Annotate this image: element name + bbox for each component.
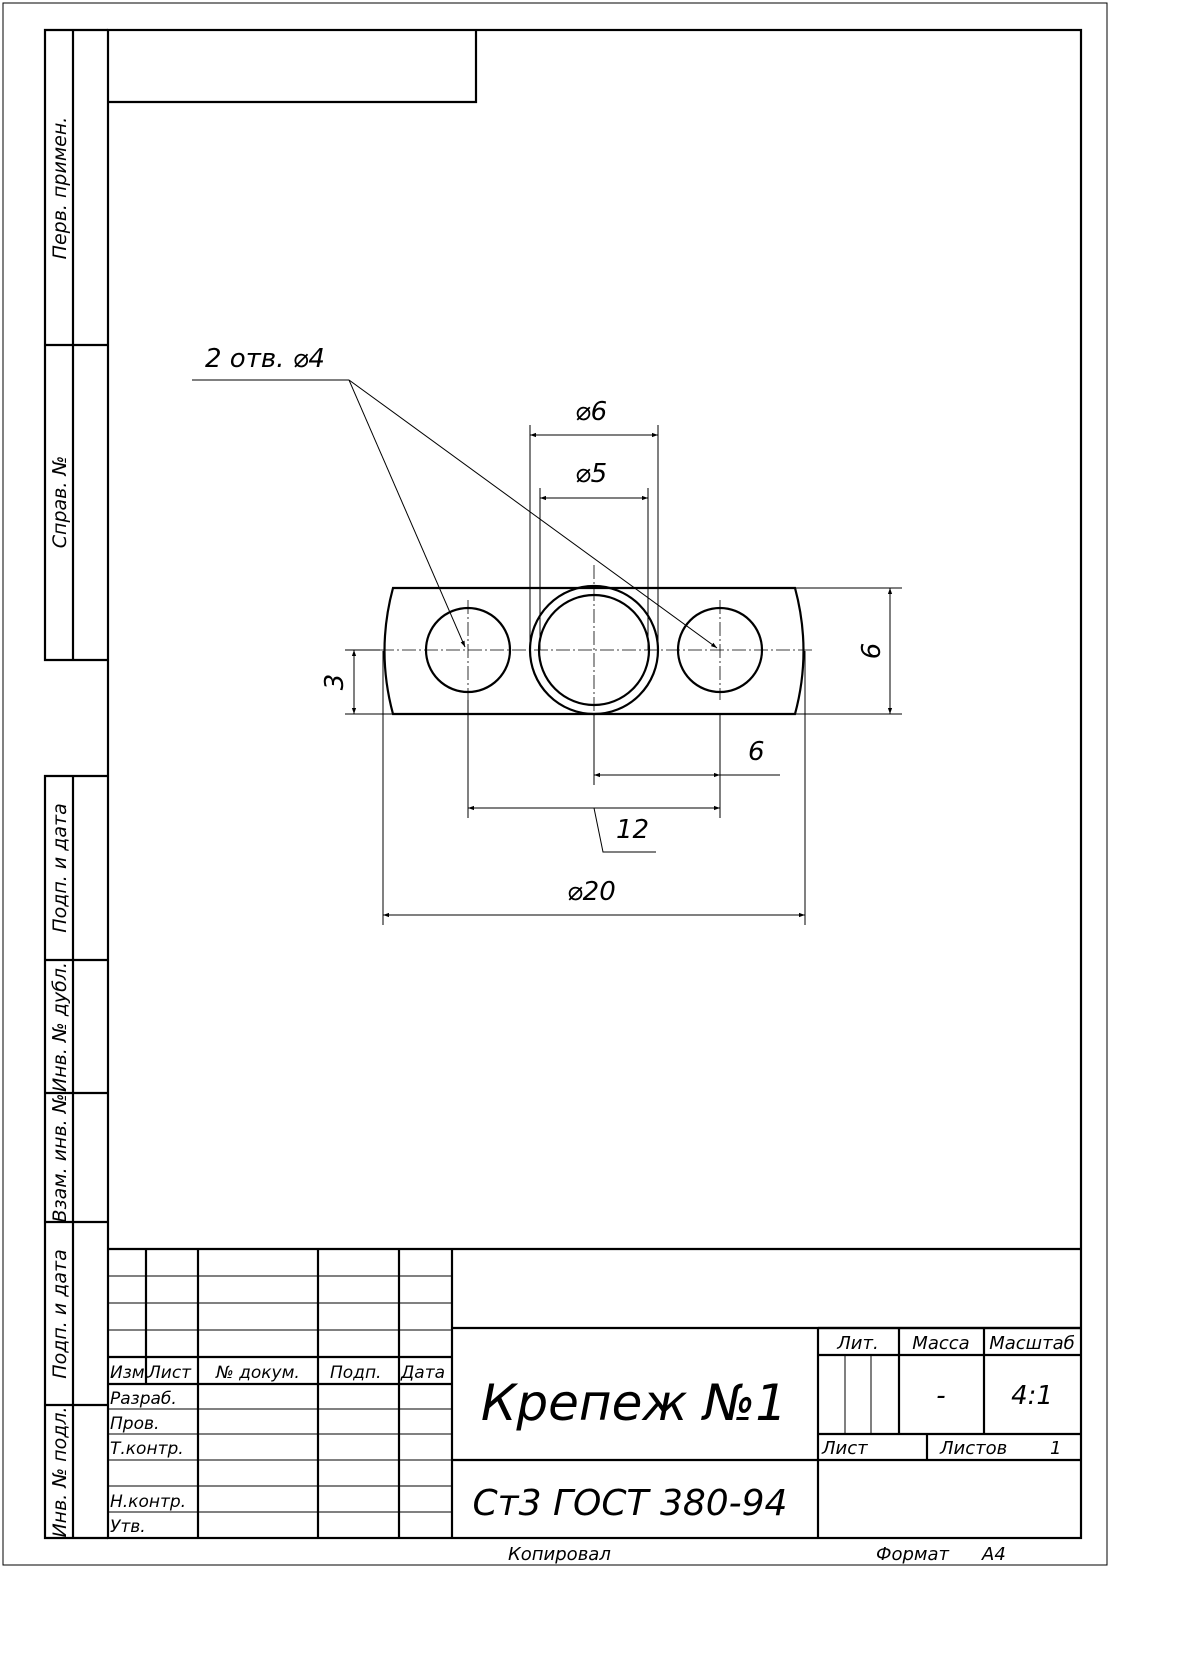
listov-value: 1: [1050, 1438, 1061, 1459]
role-n-kontr: Н.контр.: [110, 1492, 186, 1512]
header-data: Дата: [400, 1363, 445, 1383]
dim-6-offset: 6: [593, 714, 780, 818]
masshtab-value: 4:1: [1011, 1381, 1053, 1411]
format-value: A4: [981, 1544, 1006, 1565]
dim-3-label: 3: [320, 674, 350, 691]
format-label: Формат: [876, 1544, 950, 1565]
header-podp: Подп.: [330, 1363, 381, 1383]
lit-label: Лит.: [836, 1333, 878, 1354]
kopiroval-label: Копировал: [508, 1544, 611, 1565]
podp-data-top-label: Подп. и дата: [49, 803, 71, 932]
listov-label: Листов: [939, 1438, 1007, 1459]
dim-height-label: 6: [857, 643, 887, 660]
part-view: [358, 565, 812, 735]
left-strip-lower: Подп. и дата Инв. № дубл. Взам. инв. № П…: [43, 774, 108, 1540]
header-list: Лист: [147, 1363, 192, 1383]
dim-6-offset-label: 6: [748, 737, 765, 767]
role-prov: Пров.: [110, 1414, 159, 1434]
part-name: Крепеж №1: [481, 1374, 787, 1432]
dim-d5-label: ⌀5: [575, 459, 607, 489]
dim-d20-label: ⌀20: [567, 877, 616, 907]
dim-d5: ⌀5: [539, 459, 649, 650]
dim-height: 6: [795, 587, 902, 715]
sheet-edge: [2, 2, 1108, 1566]
drawing-frame: [106, 28, 1083, 1540]
masshtab-label: Масштаб: [989, 1333, 1075, 1354]
dim-d20: ⌀20: [382, 651, 806, 925]
dim-d6-label: ⌀6: [575, 397, 607, 427]
dim-3: 3: [320, 649, 393, 715]
massa-label: Масса: [912, 1333, 969, 1354]
vzam-inv-no-label: Взам. инв. №: [49, 1093, 71, 1222]
sprav-no-label: Справ. №: [49, 456, 71, 548]
inv-no-dubl-label: Инв. № дубл.: [49, 962, 71, 1092]
inv-no-podl-label: Инв. № подл.: [49, 1406, 71, 1537]
holes-leader: 2 отв. ⌀4: [192, 344, 718, 649]
top-left-box: [108, 30, 478, 104]
massa-value: -: [936, 1381, 945, 1411]
list-label: Лист: [821, 1438, 868, 1459]
holes-label: 2 отв. ⌀4: [205, 344, 325, 374]
material: Ст3 ГОСТ 380-94: [473, 1483, 788, 1524]
drawing-sheet: Перв. примен. Справ. № Подп. и дата Инв.…: [2, 2, 1108, 1566]
title-block: Изм. Лист № докум. Подп. Дата Разраб. Пр…: [108, 1247, 1081, 1538]
podp-data-bottom-label: Подп. и дата: [49, 1249, 71, 1378]
left-strip-upper: Перв. примен. Справ. №: [43, 28, 108, 662]
dim-d6: ⌀6: [529, 397, 659, 650]
role-razrab: Разраб.: [110, 1389, 177, 1409]
perv-primen-label: Перв. примен.: [49, 117, 71, 260]
role-utv: Утв.: [110, 1517, 146, 1537]
dim-12: 12: [467, 700, 720, 853]
header-izm: Изм.: [110, 1363, 150, 1383]
header-no-dokum: № докум.: [215, 1363, 300, 1383]
role-t-kontr: Т.контр.: [110, 1439, 184, 1459]
dim-12-label: 12: [616, 815, 649, 845]
